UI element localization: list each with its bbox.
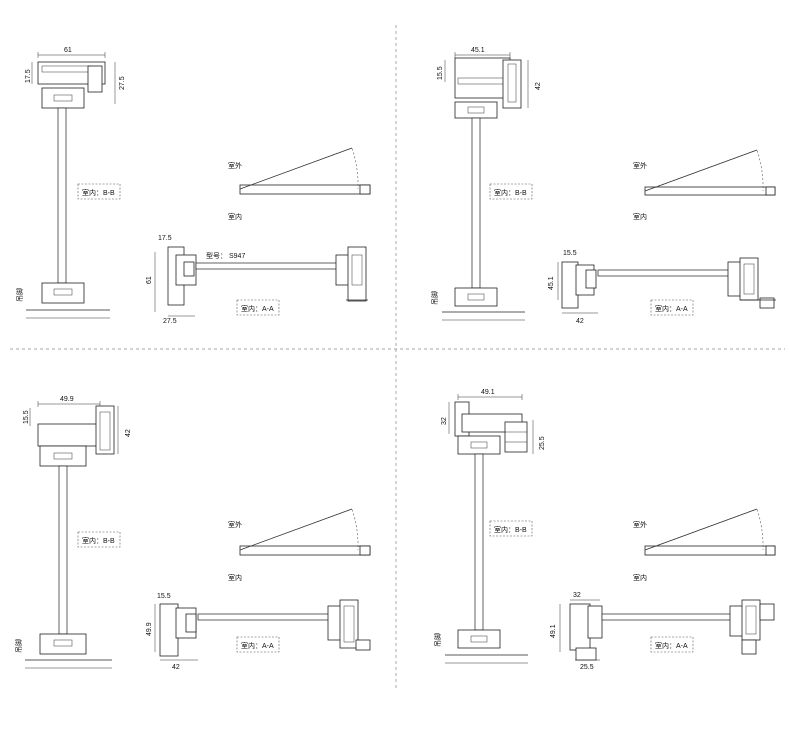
bb-label: 室内：B-B	[82, 188, 115, 197]
panel-1: 61 17.5 27.5 吊脚 室内：B-B 室外 室内	[15, 47, 371, 325]
panel-4: 49.1 32 25.5 吊脚 室内：B-B 室外 室内	[433, 389, 776, 671]
aa-width-dim: 42	[576, 318, 584, 325]
outside-label: 室外	[228, 161, 242, 170]
bb-section-3: 49.9 15.5 42 吊脚 室内：B-B	[14, 396, 132, 669]
aa-height-dim: 61	[146, 276, 153, 284]
aa-width-dim: 25.5	[580, 664, 594, 671]
side-label: 吊脚	[15, 288, 24, 302]
inside-label: 室内	[633, 573, 647, 582]
aa-height-dim: 49.9	[146, 622, 153, 636]
bb-label-box	[77, 183, 121, 200]
sash-plan-2: 室外 室内	[633, 149, 776, 221]
top-height-left-dim: 32	[441, 417, 448, 425]
aa-width-dim: 42	[172, 664, 180, 671]
bb-label-box	[489, 520, 533, 537]
top-width-dim: 45.1	[471, 47, 485, 54]
bb-label-box	[489, 183, 533, 200]
top-width-dim: 49.9	[60, 396, 74, 403]
top-height-left-dim: 15.5	[23, 410, 30, 424]
aa-label-box	[650, 299, 694, 316]
aa-height-dim: 45.1	[548, 276, 555, 290]
inside-label: 室内	[633, 212, 647, 221]
panel-3: 49.9 15.5 42 吊脚 室内：B-B 室外 室内	[14, 396, 371, 671]
bb-label: 室内：B-B	[82, 536, 115, 545]
outside-label: 室外	[633, 520, 647, 529]
bb-label-box	[77, 531, 121, 548]
aa-section-2: 15.5 45.1 42 室内：A-A	[548, 250, 776, 325]
model-label: 型号：	[206, 251, 227, 260]
aa-label: 室内：A-A	[655, 641, 688, 650]
aa-height-dim: 49.1	[550, 624, 557, 638]
bb-section-2: 45.1 15.5 42 吊脚 室内：B-B	[430, 47, 542, 321]
outside-label: 室外	[633, 161, 647, 170]
sash-plan-1: 室外 室内	[228, 147, 371, 221]
panel-2: 45.1 15.5 42 吊脚 室内：B-B 室外 室内	[430, 47, 776, 325]
top-width-dim: 49.1	[481, 389, 495, 396]
aa-label: 室内：A-A	[655, 304, 688, 313]
bb-section-4: 49.1 32 25.5 吊脚 室内：B-B	[433, 389, 546, 664]
side-label: 吊脚	[430, 291, 439, 305]
aa-label-box	[650, 636, 694, 653]
model-value: S947	[229, 253, 245, 260]
sash-plan-3: 室外 室内	[228, 508, 371, 582]
top-width-dim: 61	[64, 47, 72, 54]
bb-label: 室内：B-B	[494, 525, 527, 534]
side-label: 吊脚	[433, 633, 442, 647]
aa-section-1: 17.5 61 27.5 型号： S947 室内：A-A	[146, 235, 368, 325]
top-height-left-dim: 17.5	[25, 69, 32, 83]
aa-height-top-dim: 15.5	[157, 593, 171, 600]
side-label: 吊脚	[14, 639, 23, 653]
aa-label: 室内：A-A	[241, 641, 274, 650]
aa-section-4: 32 49.1 25.5 室内：A-A	[550, 592, 775, 671]
top-height-left-dim: 15.5	[437, 66, 444, 80]
aa-label: 室内：A-A	[241, 304, 274, 313]
bb-section-1: 61 17.5 27.5 吊脚 室内：B-B	[15, 47, 126, 319]
inside-label: 室内	[228, 212, 242, 221]
aa-section-3: 15.5 49.9 42 室内：A-A	[146, 593, 371, 671]
top-height-right-dim: 25.5	[539, 436, 546, 450]
aa-height-top-dim: 32	[573, 592, 581, 599]
outside-label: 室外	[228, 520, 242, 529]
aa-height-top-dim: 17.5	[158, 235, 172, 242]
top-height-right-dim: 27.5	[119, 76, 126, 90]
top-height-right-dim: 42	[125, 429, 132, 437]
aa-width-dim: 27.5	[163, 318, 177, 325]
aa-label-box	[236, 636, 280, 653]
top-height-right-dim: 42	[535, 82, 542, 90]
inside-label: 室内	[228, 573, 242, 582]
aa-label-box	[236, 299, 280, 316]
aa-height-top-dim: 15.5	[563, 250, 577, 257]
sash-plan-4: 室外 室内	[633, 508, 776, 582]
bb-label: 室内：B-B	[494, 188, 527, 197]
